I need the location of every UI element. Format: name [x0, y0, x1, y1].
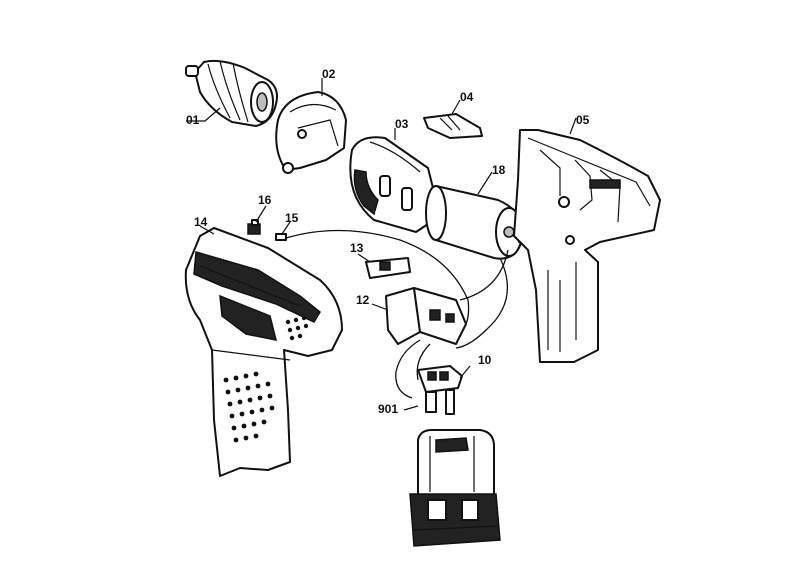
part-05-housing-right [513, 129, 661, 363]
part-10-battery-terminal [417, 365, 463, 415]
label-18: 18 [492, 163, 506, 177]
part-01-chuck [185, 59, 278, 127]
part-04-selector-switch [423, 113, 483, 139]
label-04: 04 [460, 90, 474, 104]
label-13: 13 [350, 241, 364, 255]
label-01: 01 [186, 113, 200, 127]
label-15: 15 [285, 211, 299, 225]
part-03-gearbox [349, 136, 441, 233]
label-14: 14 [194, 215, 208, 229]
part-16-small-switch [247, 219, 261, 235]
part-18-motor [425, 185, 530, 260]
label-901: 901 [378, 402, 398, 416]
part-13-direction-switch [365, 257, 411, 279]
part-901-wire-harness [395, 249, 509, 399]
label-03: 03 [395, 117, 409, 131]
label-16: 16 [258, 193, 272, 207]
part-15-led-lead [275, 229, 470, 343]
label-10: 10 [478, 353, 492, 367]
battery-pack [409, 429, 501, 547]
part-02-gear-cover [275, 91, 347, 174]
label-05: 05 [576, 113, 590, 127]
part-12-trigger-switch [385, 287, 467, 345]
part-14-housing-left [184, 227, 343, 477]
label-12: 12 [356, 293, 370, 307]
label-02: 02 [322, 67, 336, 81]
